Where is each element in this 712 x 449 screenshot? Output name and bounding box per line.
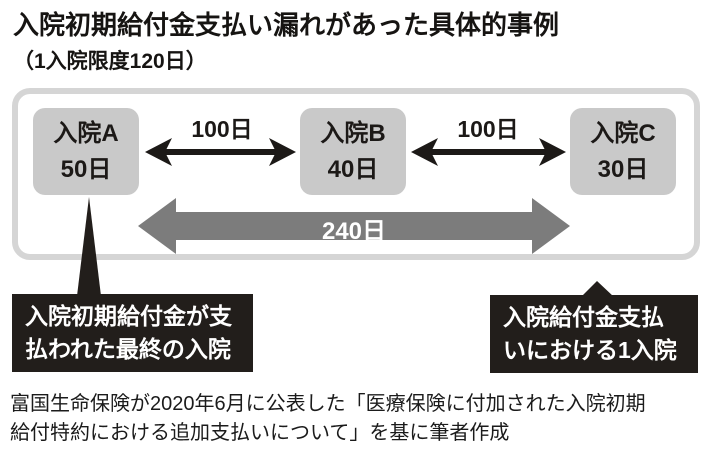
hospitalization-c-name: 入院C [590,119,656,147]
hospitalization-a-name: 入院A [53,119,119,147]
total-span-label: 240日 [321,218,387,245]
callout-right-line2: いにおける1入院 [503,337,677,363]
callout-left-line2: 払われた最終の入院 [25,336,231,362]
figure-title: 入院初期給付金支払い漏れがあった具体的事例 [13,10,560,40]
hospitalization-a-days: 50日 [60,155,112,183]
callout-last-paid-hospitalization: 入院初期給付金が支 払われた最終の入院 [12,294,253,372]
gap-label-a-b: 100日 [191,116,253,142]
hospitalization-c-days: 30日 [597,155,649,183]
hospitalization-box-b: 入院B 40日 [300,108,406,195]
source-credit: 富国生命保険が2020年6月に公表した「医療保険に付加された入院初期 給付特約に… [10,390,710,448]
hospitalization-b-days: 40日 [327,155,379,183]
callout-right-line1: 入院給付金支払 [503,304,664,330]
callout-left-line1: 入院初期給付金が支 [25,303,232,329]
hospitalization-box-a: 入院A 50日 [33,108,139,195]
gap-label-b-c: 100日 [457,116,519,142]
source-credit-line2: 給付特約における追加支払いについて」を基に筆者作成 [10,422,510,444]
source-credit-line1: 富国生命保険が2020年6月に公表した「医療保険に付加された入院初期 [10,393,646,415]
callout-one-hospitalization: 入院給付金支払 いにおける1入院 [490,295,698,373]
figure-subtitle: （1入院限度120日） [13,50,207,73]
hospitalization-b-name: 入院B [320,119,386,147]
hospitalization-box-c: 入院C 30日 [570,108,676,195]
